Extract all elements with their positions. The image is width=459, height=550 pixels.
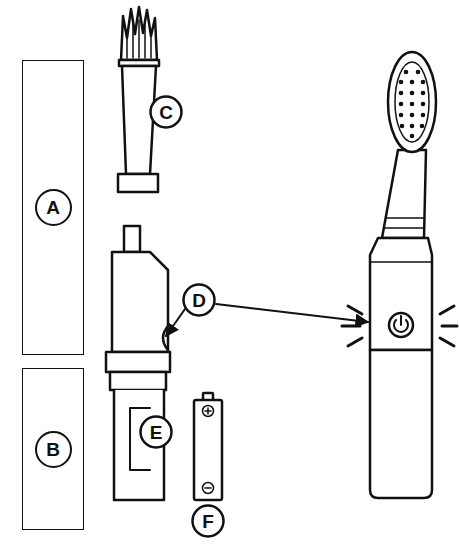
circle-outline [151,97,182,128]
callout-letter: C [159,103,173,122]
assembled-toothbrush [342,52,457,498]
callout-letter: D [192,291,206,310]
callout-letter: F [202,512,214,531]
callout-circle: F [191,504,225,538]
callout-letter: A [35,189,72,226]
callout-letter: B [35,431,72,468]
leader-line [166,309,185,336]
handle-body [106,226,170,390]
battery [194,393,222,500]
leader-line [216,304,368,322]
callout-circle: E [139,415,173,449]
callout-circle: D [182,283,216,317]
circle-outline [141,417,172,448]
circle-outline [184,285,215,316]
callout-letter: E [150,423,163,442]
circle-outline [193,506,224,537]
callout-circle: C [149,95,183,129]
brush-head [118,7,159,192]
part-box: A [22,60,84,355]
part-box: B [22,368,84,530]
